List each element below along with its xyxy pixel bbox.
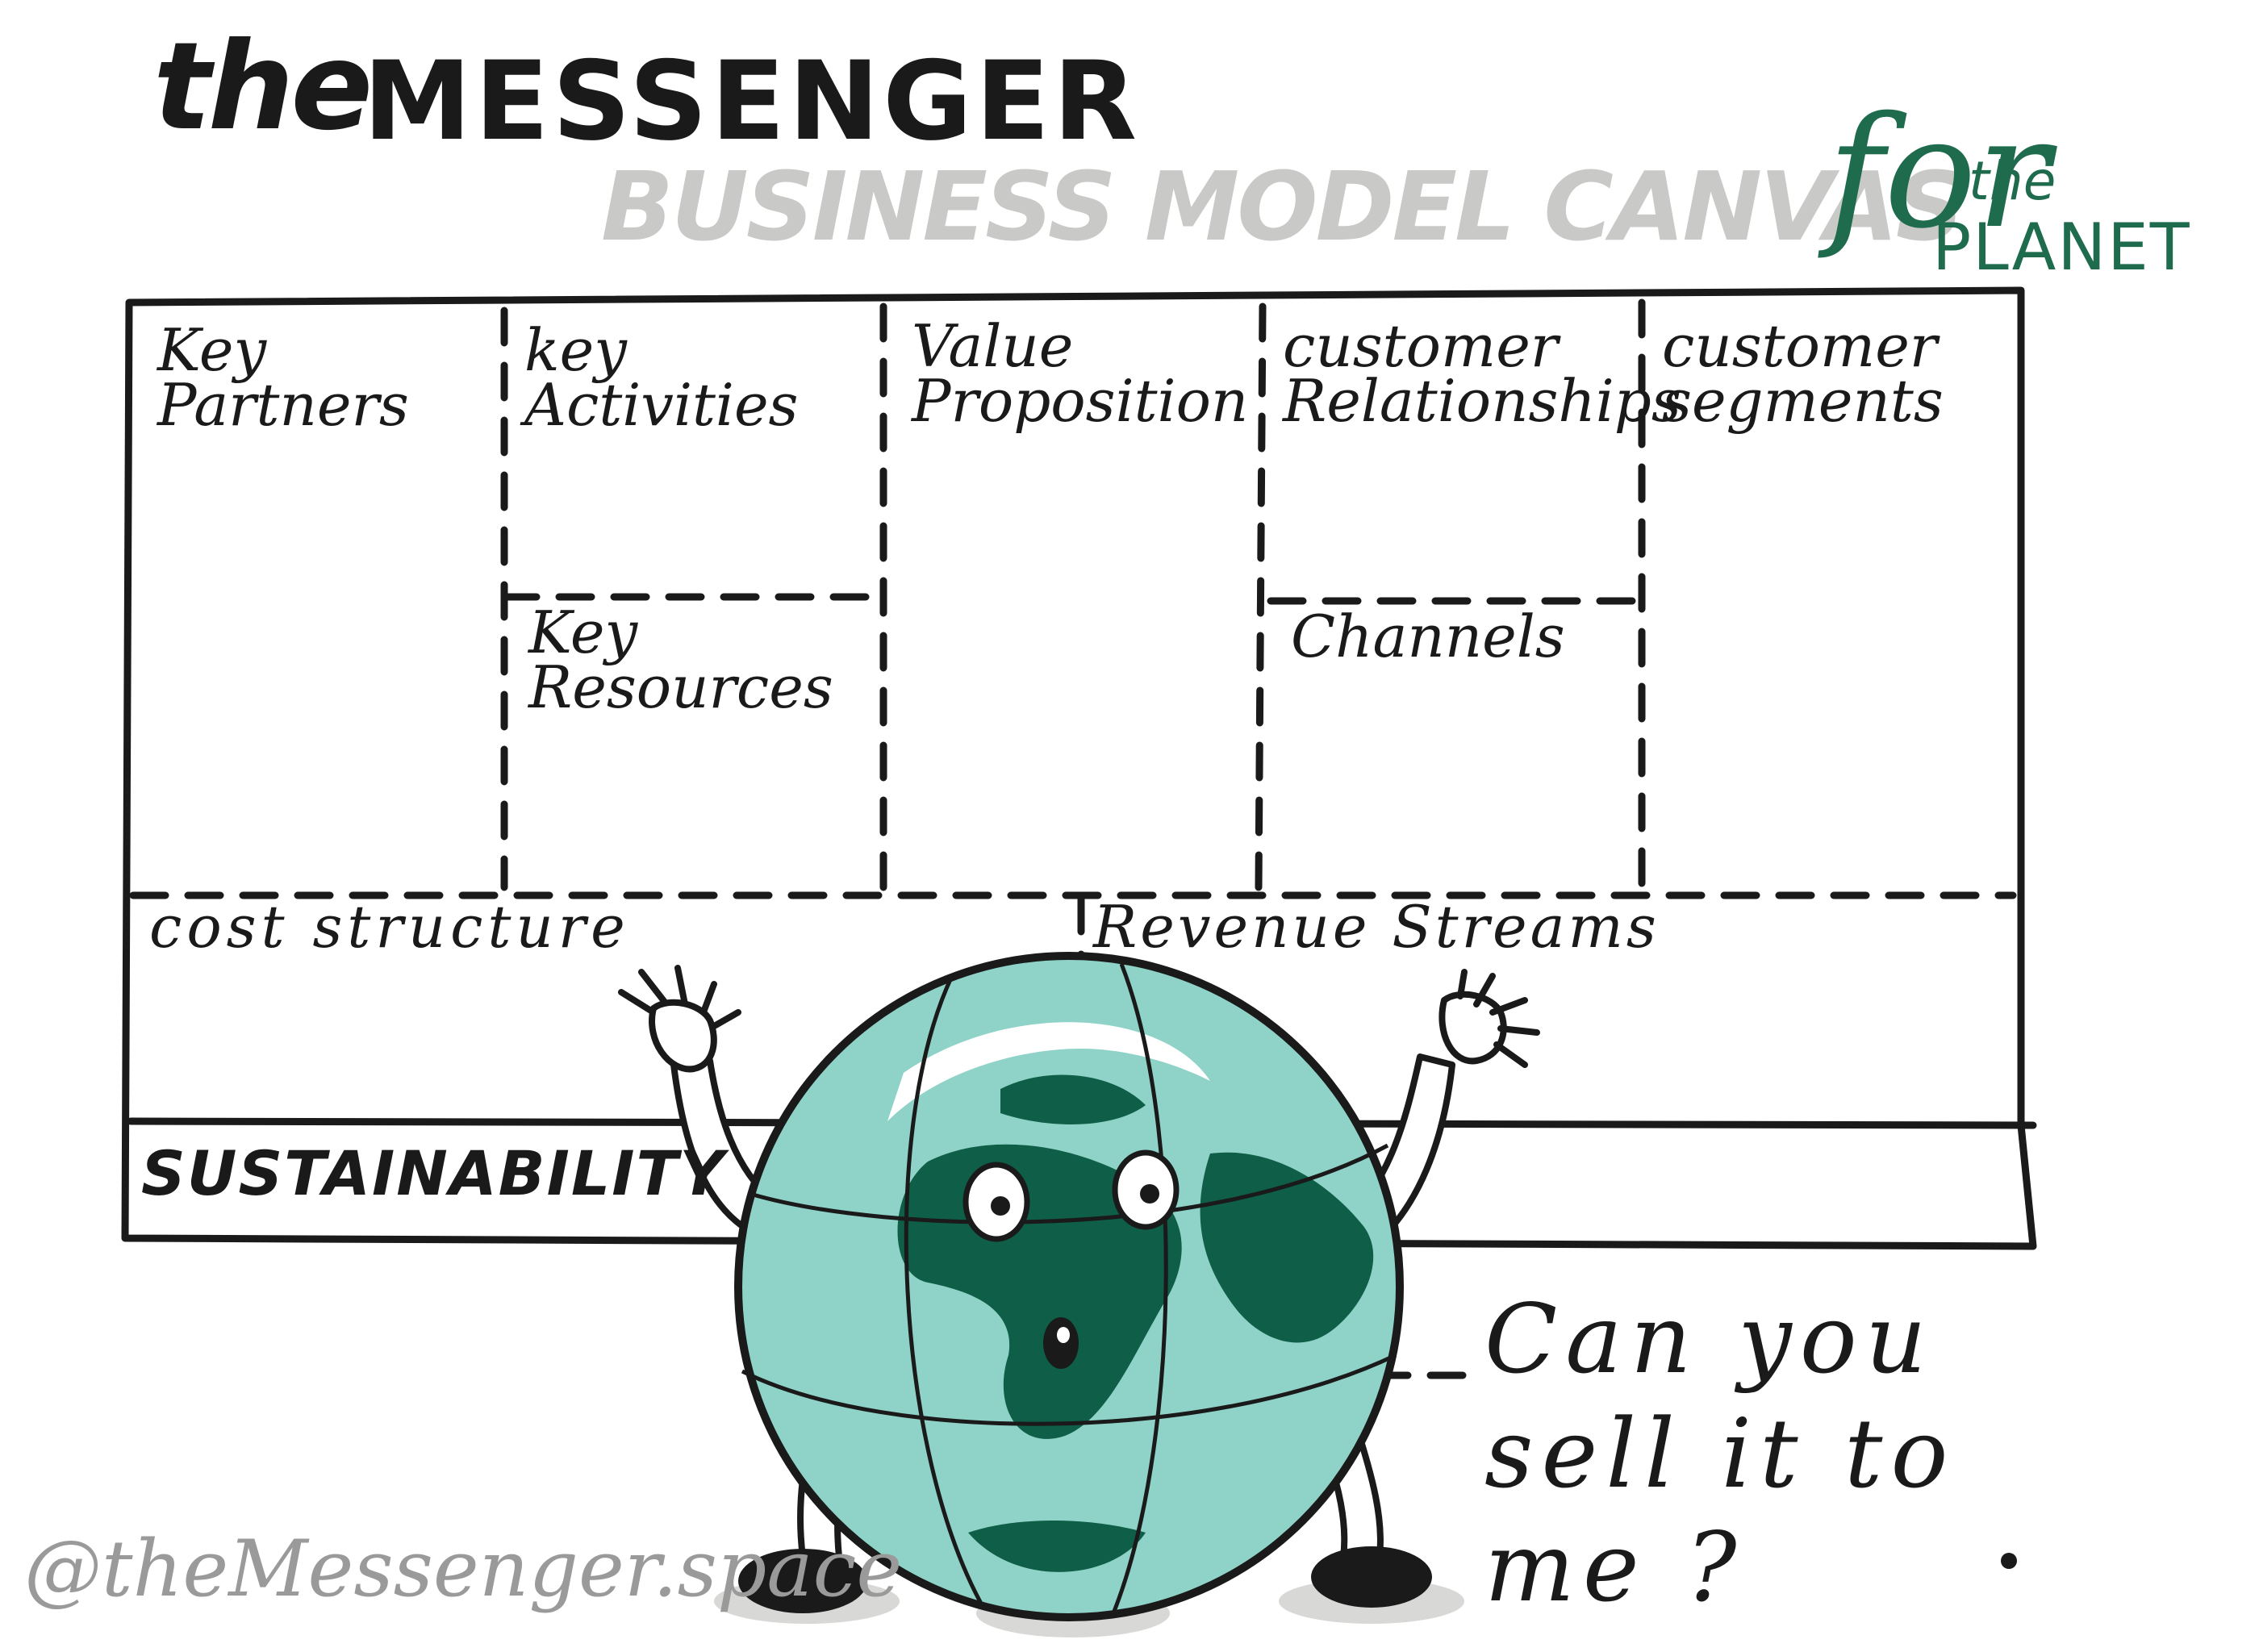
cell-key-partners: Key Partners — [157, 316, 409, 440]
title-main: MESSENGER — [363, 38, 1141, 165]
canvas-dividers — [129, 298, 2017, 1379]
cell-cost-structure: cost structure — [149, 893, 630, 961]
title-prefix: the — [153, 17, 373, 157]
cell-sustainability: SUSTAINABILITY — [141, 1137, 726, 1209]
question-dot — [2001, 1553, 2017, 1569]
cell-key-resources: Key Resources — [528, 599, 833, 722]
cell-value-proposition: Value Proposition — [912, 312, 1249, 436]
cell-key-activities: key Activities — [524, 316, 799, 440]
subtitle: BUSINESS MODEL CANVAS — [601, 151, 1965, 262]
cell-revenue-streams: Revenue Streams — [1093, 893, 1660, 961]
cell-customer-segments: customer segments — [1662, 312, 1944, 436]
planet-word: PLANET — [1932, 210, 2191, 285]
the-word: the — [1969, 150, 2056, 212]
globe-character — [734, 952, 1404, 1621]
for-word: for — [1827, 84, 2050, 262]
cell-channels: Channels — [1291, 603, 1565, 670]
author-handle: @theMessenger.space — [24, 1524, 903, 1614]
cell-customer-relationships: customer Relationships — [1283, 312, 1681, 436]
speech-question: Can you sell it to me ? — [1484, 1283, 1956, 1624]
globe-feet — [738, 1546, 1432, 1613]
